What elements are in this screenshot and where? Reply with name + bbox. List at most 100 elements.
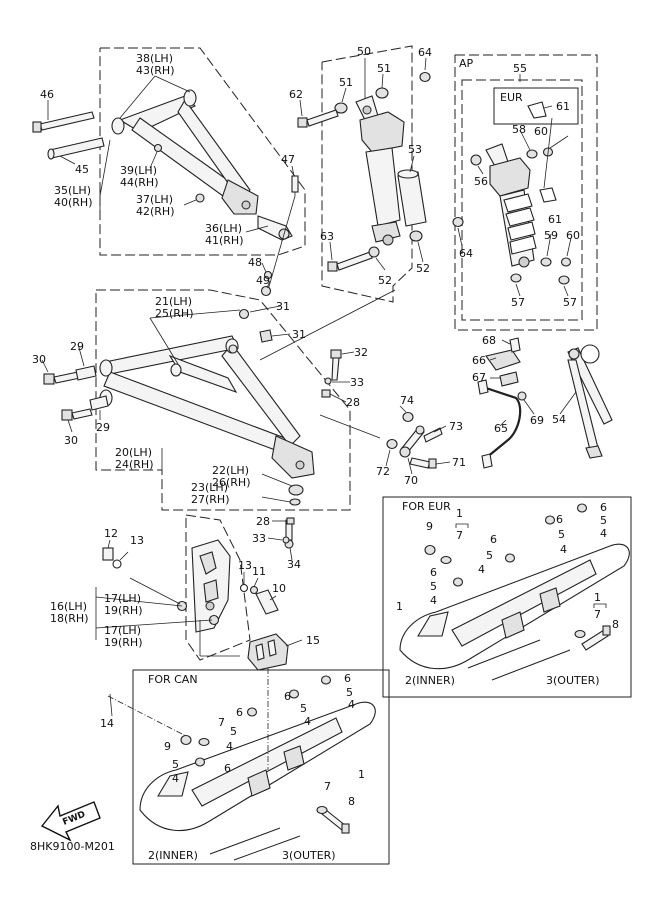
label-52-right: 52	[416, 262, 430, 275]
label-eur-6-c: 6	[490, 533, 497, 546]
ski-eur	[399, 543, 630, 670]
label-31-upper: 31	[276, 300, 290, 313]
bolt-30-upper	[43, 371, 81, 385]
label-19-rh-a: 19(RH)	[104, 604, 143, 617]
label-65: 65	[494, 422, 508, 435]
nut-6-eur-b	[544, 515, 556, 525]
nut-6-eur-d	[452, 577, 464, 587]
label-49: 49	[256, 274, 270, 287]
shock-reservoir-53	[397, 169, 427, 227]
label-68: 68	[482, 334, 496, 347]
nut-9-eur	[424, 544, 436, 556]
collar-52-left	[368, 246, 380, 258]
label-58: 58	[512, 123, 526, 136]
label-can-4-d: 4	[172, 772, 179, 785]
eur-subgroup-outline	[493, 87, 579, 125]
bleed-screw-68	[509, 337, 521, 353]
label-55: 55	[513, 62, 527, 75]
steering-column-54	[567, 344, 613, 459]
label-17-lh-b: 17(LH)	[104, 624, 141, 637]
runner-outer-eur	[491, 649, 571, 681]
runner-outer-can	[233, 835, 301, 861]
label-eur-4-c: 4	[478, 563, 485, 576]
label-can-6-c: 6	[344, 672, 351, 685]
label-can-6-d: 6	[224, 762, 231, 775]
group-ap-label: AP	[459, 57, 474, 70]
label-eur-4-b: 4	[600, 527, 607, 540]
nut-6-can-c	[320, 675, 332, 685]
ap-shock-absorber	[485, 143, 537, 268]
nut-60-lower	[560, 257, 572, 267]
label-67: 67	[472, 371, 486, 384]
nut-49	[260, 285, 272, 297]
label-19-rh-b: 19(RH)	[104, 636, 143, 649]
brake-caliper-66	[485, 349, 521, 371]
collar-51-left	[334, 102, 348, 114]
label-61-eur: 61	[556, 100, 570, 113]
label-53: 53	[408, 143, 422, 156]
label-eur-4-d: 4	[430, 594, 437, 607]
label-eur-6-b: 6	[600, 501, 607, 514]
tie-line-47	[267, 195, 296, 291]
label-eur-1-top: 1	[456, 507, 463, 520]
label-eur-1-right: 1	[594, 591, 601, 604]
label-can-6-a: 6	[236, 706, 243, 719]
label-16-lh: 16(LH)	[50, 600, 87, 613]
label-eur-5-b: 5	[600, 514, 607, 527]
collar-56	[470, 154, 482, 166]
collar-51-right	[375, 87, 389, 99]
label-can-1: 1	[358, 768, 365, 781]
bushing-29-lower	[89, 395, 109, 411]
lower-arm-group-outline	[95, 289, 351, 511]
label-21-lh: 21(LH)	[155, 295, 192, 308]
link-leader	[319, 414, 381, 439]
bushing-29-upper	[75, 365, 97, 381]
label-52-left: 52	[378, 274, 392, 287]
washer-13-left	[112, 559, 122, 569]
collar-59	[540, 257, 552, 267]
label-can-9: 9	[164, 740, 171, 753]
spindle-group-outline	[185, 514, 251, 661]
label-40-rh: 40(RH)	[54, 196, 93, 209]
bolt-32	[330, 349, 342, 381]
label-26-rh: 26(RH)	[212, 476, 251, 489]
bushing-11	[249, 585, 259, 595]
label-can-5-c: 5	[346, 686, 353, 699]
label-eur-9: 9	[426, 520, 433, 533]
label-61: 61	[548, 213, 562, 226]
label-13-left: 13	[130, 534, 144, 547]
upper-ball-joint	[257, 215, 293, 241]
label-44-rh: 44(RH)	[120, 176, 159, 189]
ski-pivot-shaft-10	[255, 589, 279, 615]
collar-58	[526, 149, 538, 159]
label-57-left: 57	[511, 296, 525, 309]
nut-37	[195, 193, 205, 203]
label-12: 12	[104, 527, 118, 540]
shock-group-outline	[321, 45, 413, 303]
washer-7-eur-b	[574, 629, 586, 639]
label-eur-4-a: 4	[560, 543, 567, 556]
group-for-eur-label: FOR EUR	[402, 500, 451, 513]
label-38-lh: 38(LH)	[136, 52, 173, 65]
label-36-lh: 36(LH)	[205, 222, 242, 235]
label-66: 66	[472, 354, 486, 367]
label-51-right: 51	[377, 62, 391, 75]
front-shock-absorber	[355, 95, 405, 246]
label-74: 74	[400, 394, 414, 407]
lower-a-arm	[99, 335, 315, 479]
upper-a-arm	[111, 89, 259, 215]
label-can-5-d: 5	[172, 758, 179, 771]
label-29-lower: 29	[96, 421, 110, 434]
label-can-4-a: 4	[226, 740, 233, 753]
for-can-group-outline	[132, 669, 390, 865]
ap-group-outline	[454, 54, 598, 331]
label-24-rh: 24(RH)	[115, 458, 154, 471]
part-labels: 38(LH) 43(RH) 46 45 39(LH) 44(RH) 35(LH)…	[32, 45, 619, 862]
label-73: 73	[449, 420, 463, 433]
label-64-upper: 64	[418, 46, 432, 59]
label-28-upper: 28	[346, 396, 360, 409]
label-eur-6-a: 6	[556, 513, 563, 526]
label-eur-8: 8	[612, 618, 619, 631]
nut-6-can-b	[288, 689, 300, 699]
